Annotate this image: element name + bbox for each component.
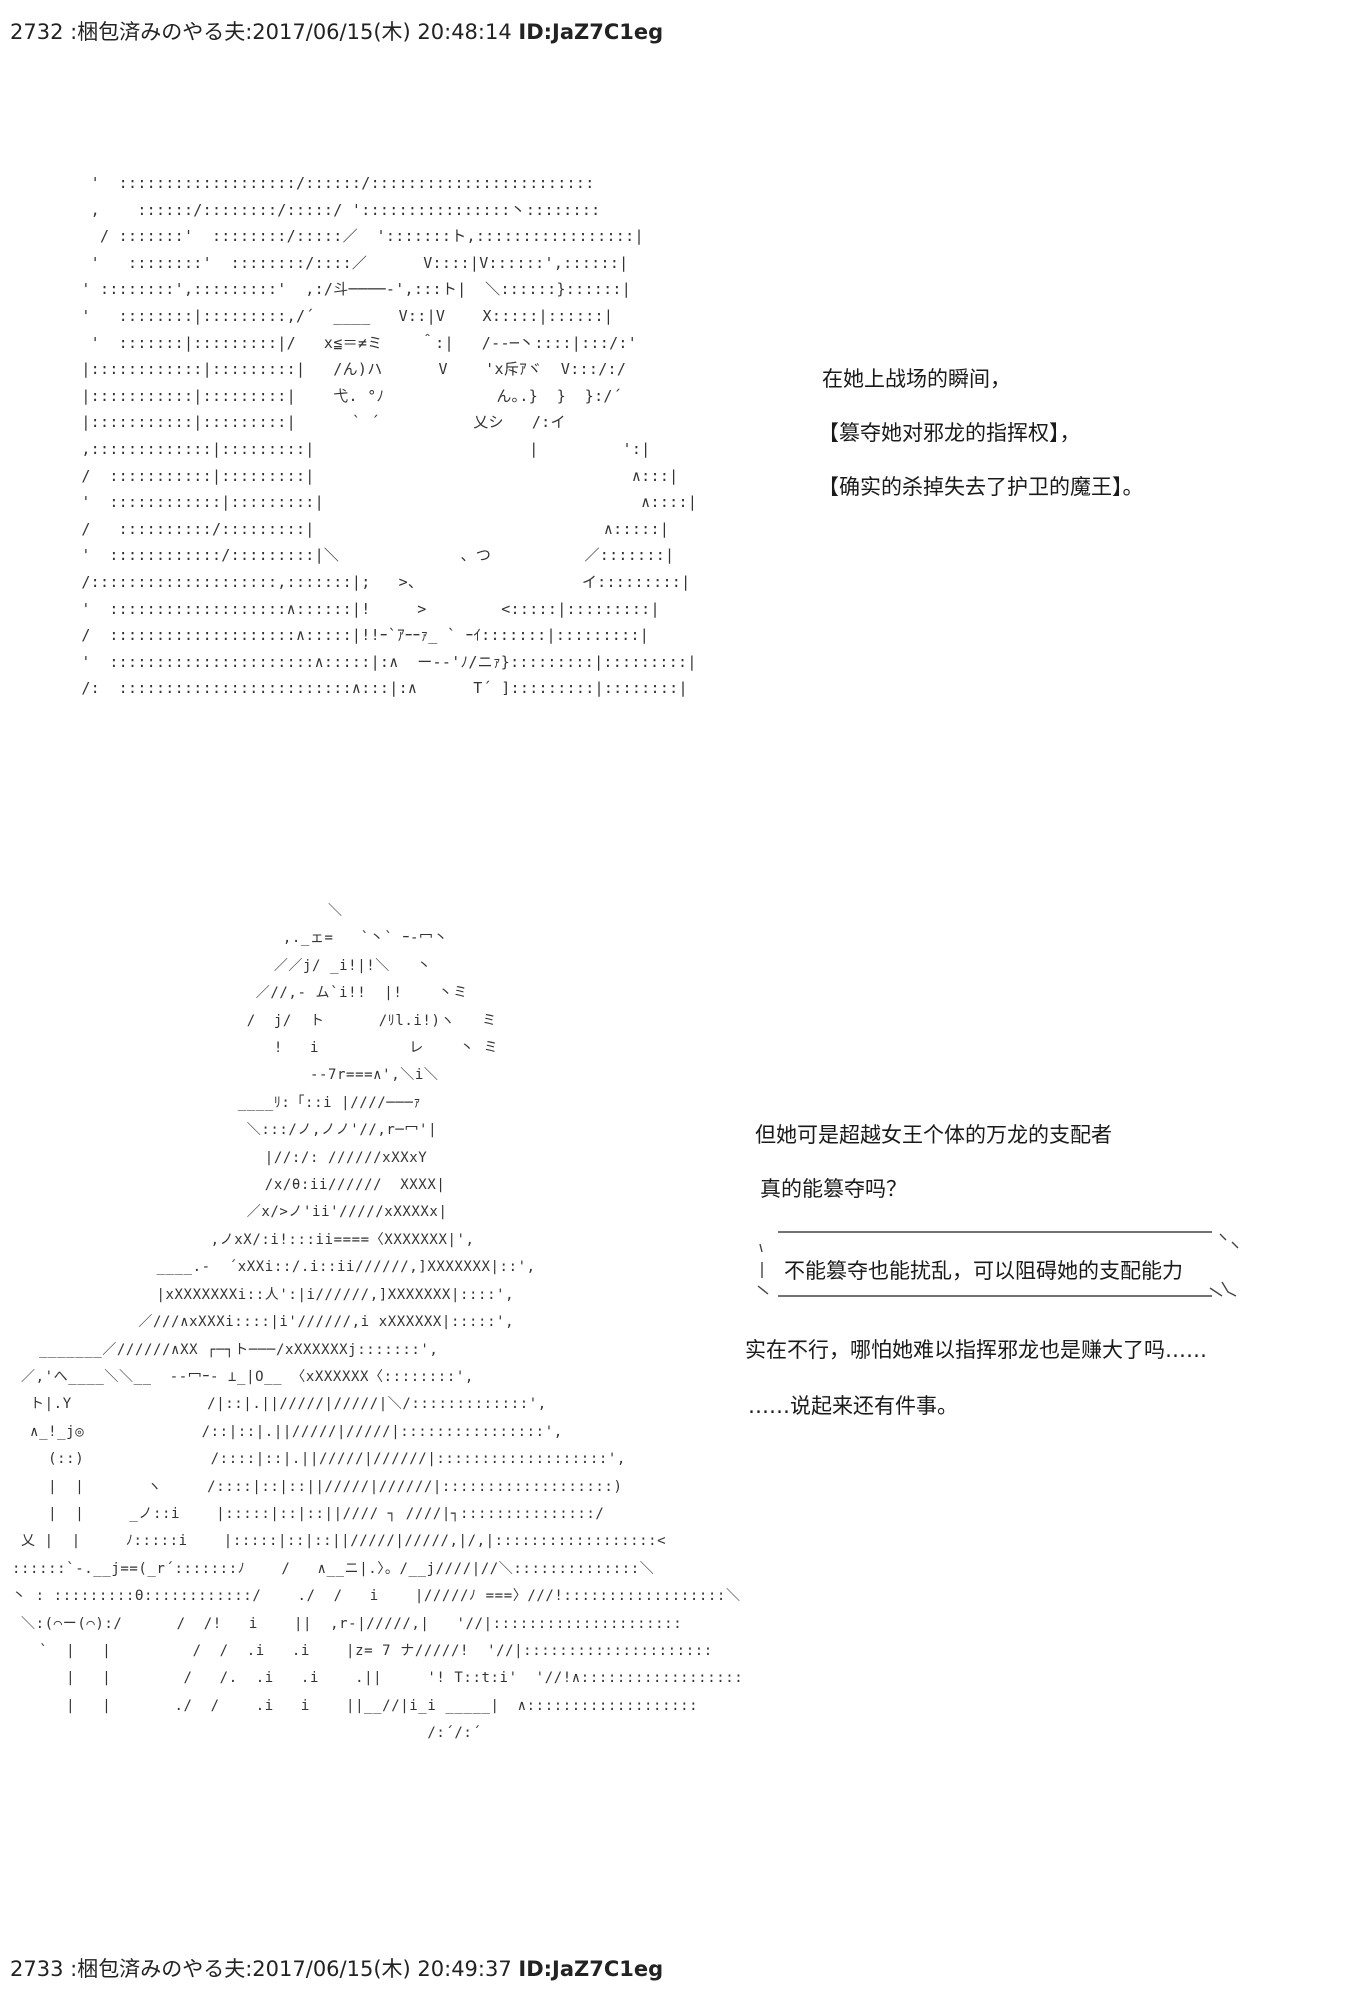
post-id: ID:JaZ7C1eg [518,1957,664,1981]
post-author: 梱包済みのやる夫 [77,20,246,44]
speech-balloon [752,1222,1244,1306]
narration-line: 但她可是超越女王个体的万龙的支配者 [755,1123,1112,1147]
post-separator: : [70,1957,78,1981]
narration-line: 【篡夺她对邪龙的指挥权】， [818,421,1081,445]
post-header-2732: 2732 :梱包済みのやる夫:2017/06/15(木) 20:48:14 ID… [10,18,663,46]
narration-line: 实在不行，哪怕她难以指挥邪龙也是赚大了吗…… [745,1338,1207,1362]
post-id: ID:JaZ7C1eg [518,20,664,44]
post-separator: : [245,1957,253,1981]
post-datetime: 2017/06/15(木) 20:48:14 [252,20,512,44]
post-separator: : [70,20,78,44]
post-number: 2732 [10,20,64,44]
narration-line: 在她上战场的瞬间， [822,367,1011,391]
post-number: 2733 [10,1957,64,1981]
post-header-2733: 2733 :梱包済みのやる夫:2017/06/15(木) 20:49:37 ID… [10,1955,663,1983]
post-separator: : [245,20,253,44]
ascii-art-portrait: ' :::::::::::::::::::/::::::/:::::::::::… [81,174,698,698]
speech-balloon-text: 不能篡夺也能扰乱，可以阻碍她的支配能力 [784,1259,1183,1283]
narration-line: 真的能篡夺吗？ [760,1177,907,1201]
post-author: 梱包済みのやる夫 [77,1957,246,1981]
ascii-art-sword-figure: ＼ ,._ェ= `丶` ｰ‐冖丶 ／／j/ _i!|!＼ 丶 ／//,‐ ム`i… [12,903,744,1742]
narration-line: 【确实的杀掉失去了护卫的魔王】。 [818,475,1144,499]
speech-balloon-frame [757,1231,1239,1297]
post-datetime: 2017/06/15(木) 20:49:37 [252,1957,512,1981]
narration-line: ……说起来还有件事。 [748,1394,958,1418]
